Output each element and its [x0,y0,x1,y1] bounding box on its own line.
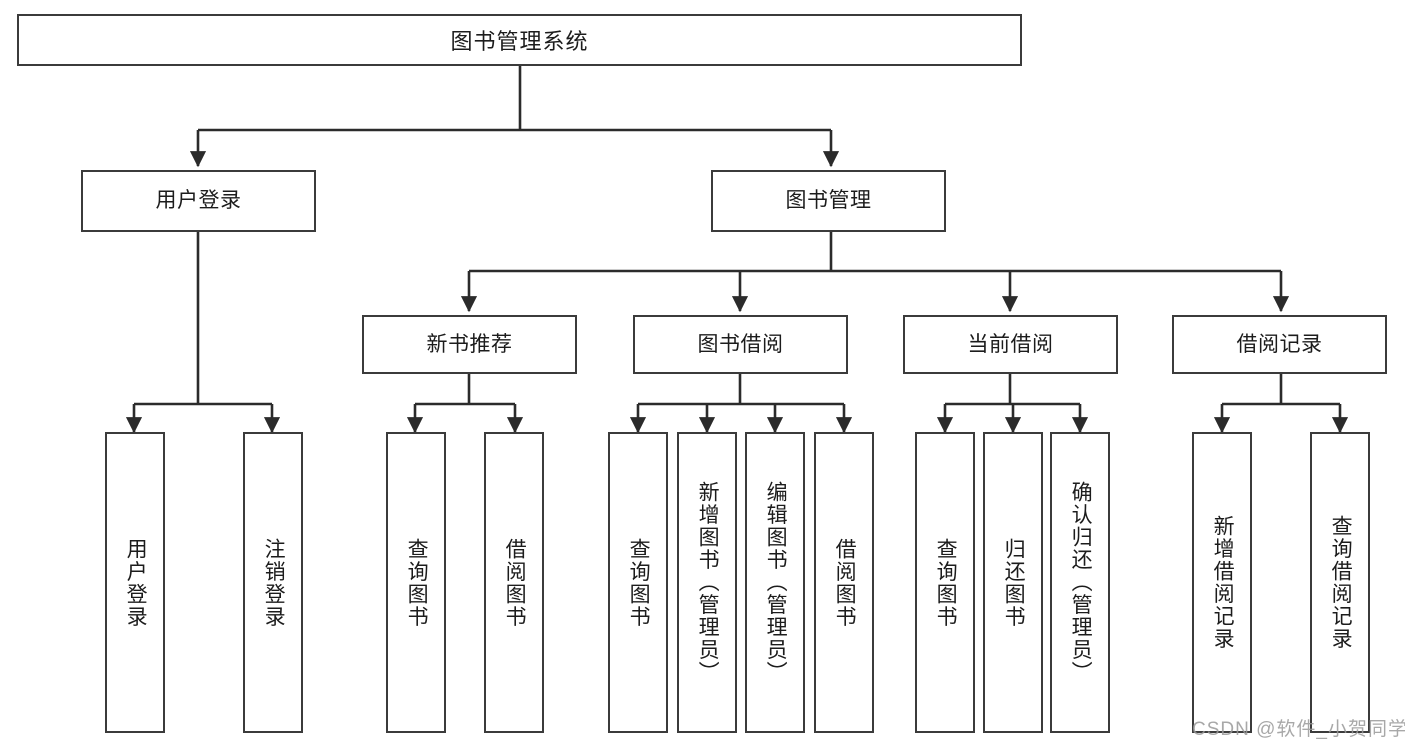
node-leaf-borrow-book-1[interactable]: 借阅图书 [484,432,544,733]
node-user-login-label: 用户登录 [155,189,242,213]
node-leaf-edit-book[interactable]: 编辑图书（管理员） [745,432,805,733]
node-leaf-query-book-3[interactable]: 查询图书 [915,432,975,733]
node-leaf-confirm-return[interactable]: 确认归还（管理员） [1050,432,1110,733]
node-book-borrow[interactable]: 图书借阅 [633,315,848,374]
node-leaf-user-login[interactable]: 用户登录 [105,432,165,733]
node-leaf-return-book[interactable]: 归还图书 [983,432,1043,733]
node-leaf-query-book-1[interactable]: 查询图书 [386,432,446,733]
node-leaf-query-book-2[interactable]: 查询图书 [608,432,668,733]
node-leaf-add-book-label: 新增图书（管理员） [696,481,720,684]
csdn-watermark: CSDN @软件_小贺同学 [1192,719,1405,740]
node-leaf-query-record-label: 查询借阅记录 [1329,515,1353,650]
node-leaf-return-book-label: 归还图书 [1002,537,1026,628]
node-leaf-query-book-3-label: 查询图书 [934,537,958,628]
node-root-system[interactable]: 图书管理系统 [17,14,1022,66]
node-borrow-record[interactable]: 借阅记录 [1172,315,1387,374]
node-leaf-confirm-return-label: 确认归还（管理员） [1069,481,1093,684]
node-leaf-borrow-book-2[interactable]: 借阅图书 [814,432,874,733]
node-leaf-edit-book-label: 编辑图书（管理员） [764,481,788,684]
node-leaf-add-book[interactable]: 新增图书（管理员） [677,432,737,733]
node-new-book-recommend-label: 新书推荐 [426,332,513,356]
node-leaf-query-record[interactable]: 查询借阅记录 [1310,432,1370,733]
node-leaf-user-login-label: 用户登录 [124,537,148,628]
node-book-management-label: 图书管理 [785,189,872,213]
node-book-management[interactable]: 图书管理 [711,170,946,232]
node-current-borrow[interactable]: 当前借阅 [903,315,1118,374]
node-user-login[interactable]: 用户登录 [81,170,316,232]
node-leaf-query-book-1-label: 查询图书 [405,537,429,628]
node-book-borrow-label: 图书借阅 [697,332,784,356]
node-leaf-borrow-book-2-label: 借阅图书 [833,537,857,628]
node-new-book-recommend[interactable]: 新书推荐 [362,315,577,374]
node-leaf-borrow-book-1-label: 借阅图书 [503,537,527,628]
node-leaf-logout-login[interactable]: 注销登录 [243,432,303,733]
node-root-label: 图书管理系统 [450,29,589,54]
node-leaf-add-record-label: 新增借阅记录 [1211,515,1235,650]
node-leaf-logout-login-label: 注销登录 [262,537,286,628]
node-current-borrow-label: 当前借阅 [967,332,1054,356]
node-leaf-add-record[interactable]: 新增借阅记录 [1192,432,1252,733]
node-borrow-record-label: 借阅记录 [1236,332,1323,356]
node-leaf-query-book-2-label: 查询图书 [627,537,651,628]
